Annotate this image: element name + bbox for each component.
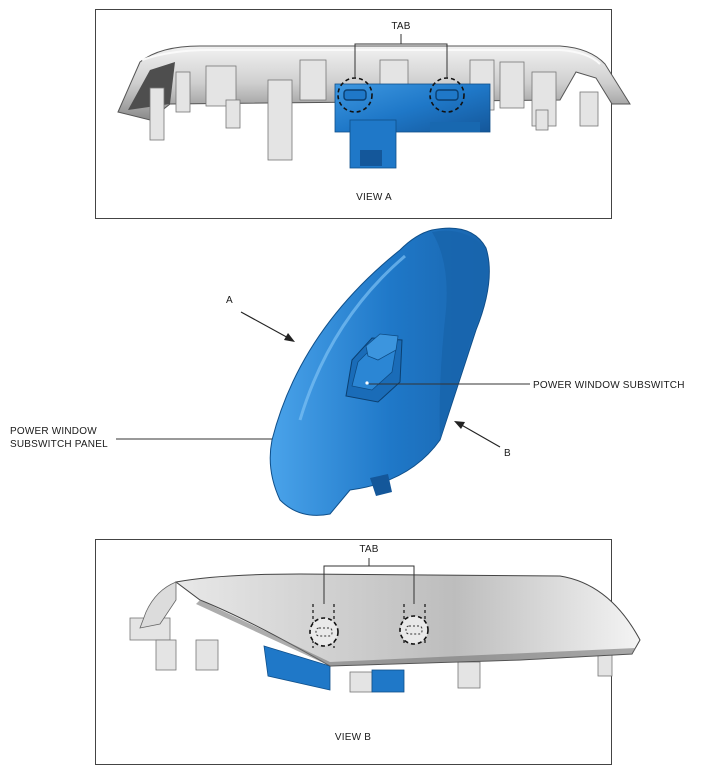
arrow-a-line: [240, 311, 293, 341]
view-b-switch-part: [263, 645, 331, 691]
view-a-caption: VIEW A: [356, 192, 392, 203]
switch-panel-illustration: [269, 227, 490, 516]
arrow-a-label: A: [226, 295, 233, 306]
view-b-tab-slot-left: [315, 627, 333, 637]
subswitch-label: POWER WINDOW SUBSWITCH: [533, 380, 685, 391]
arrow-b-line: [457, 422, 501, 448]
view-b-illustration: [129, 558, 641, 693]
switch-panel-highlight: [298, 254, 406, 421]
power-window-subswitch: [345, 333, 403, 403]
view-b-tab-slot-right: [405, 625, 423, 635]
switch-panel-side: [432, 230, 488, 440]
view-b-tab-label: TAB: [359, 544, 378, 555]
view-a-illustration: [117, 34, 631, 169]
trim-top-edge: [141, 49, 601, 65]
view-b-switch-foot: [371, 669, 405, 693]
trim-cover-end: [139, 581, 177, 629]
tab-slot-right: [435, 89, 459, 101]
switch-panel-bottom-tab: [370, 474, 392, 496]
panel-label-line1: POWER WINDOW: [10, 426, 97, 437]
view-b-tab-circle-left: [309, 617, 339, 647]
trim-clips: [149, 59, 599, 161]
arrow-b-label: B: [504, 448, 511, 459]
tab-bracket-a: [354, 34, 448, 78]
view-a-tab-label: TAB: [391, 21, 410, 32]
view-b-tab-circle-right: [399, 615, 429, 645]
tab-slot-left: [343, 89, 367, 101]
tab-bracket-b: [323, 558, 415, 604]
panel-label-line2: SUBSWITCH PANEL: [10, 439, 108, 450]
arrow-b-head: [454, 421, 465, 429]
arrow-a-head: [284, 333, 295, 342]
view-b-caption: VIEW B: [335, 732, 371, 743]
